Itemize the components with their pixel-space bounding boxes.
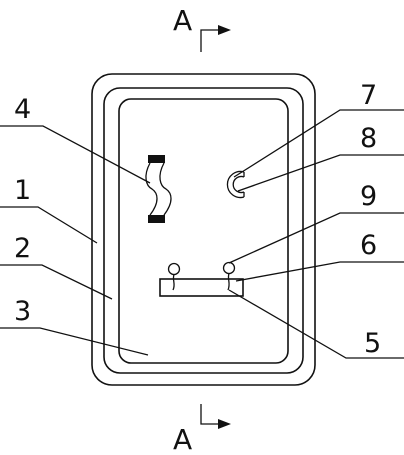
right-knob <box>222 261 236 275</box>
base-bar-assembly <box>159 261 244 297</box>
wave-spring-clip <box>145 155 172 223</box>
base-bar <box>159 278 244 297</box>
leader-line-5 <box>228 289 404 359</box>
c-shaped-hook <box>226 170 245 199</box>
hook-outer-arc <box>226 170 245 199</box>
section-letter-bottom: A <box>173 423 192 455</box>
section-arrow-bottom <box>218 419 231 429</box>
callout-labels: 4 1 2 3 7 8 9 6 5 <box>14 80 381 359</box>
callout-6: 6 <box>360 230 377 261</box>
spring-clip-right-curve <box>159 162 172 216</box>
callout-2: 2 <box>14 233 31 264</box>
callout-3: 3 <box>14 296 31 327</box>
callout-8: 8 <box>360 123 377 154</box>
callout-7: 7 <box>360 80 377 111</box>
inner-panel <box>118 98 289 364</box>
spring-clip-bottom-block <box>148 215 165 223</box>
leader-line-8 <box>237 154 404 192</box>
outer-housing <box>91 73 316 386</box>
section-marker-bottom: A <box>173 404 231 455</box>
section-marker-top: A <box>173 4 231 52</box>
leader-lines <box>0 109 404 359</box>
right-pin <box>227 273 230 291</box>
spring-clip-left-curve <box>145 162 158 216</box>
leader-line-1 <box>0 206 98 244</box>
leader-line-4 <box>0 125 151 184</box>
leader-line-3 <box>0 327 149 356</box>
leader-line-6 <box>235 261 404 282</box>
section-letter-top: A <box>173 4 192 37</box>
section-cut-line-top <box>200 29 218 52</box>
left-pin <box>172 274 175 291</box>
callout-1: 1 <box>14 175 31 206</box>
callout-5: 5 <box>364 328 381 359</box>
hook-inner-arc <box>232 175 245 194</box>
section-cut-line-bottom <box>200 404 218 425</box>
spring-clip-top-block <box>148 155 165 163</box>
callout-4: 4 <box>14 94 31 125</box>
leader-line-7 <box>233 109 404 178</box>
leader-line-9 <box>228 212 404 264</box>
callout-9: 9 <box>360 181 377 212</box>
left-knob <box>167 262 181 276</box>
leader-line-2 <box>0 264 113 300</box>
middle-frame <box>103 87 304 374</box>
section-arrow-top <box>218 25 231 35</box>
